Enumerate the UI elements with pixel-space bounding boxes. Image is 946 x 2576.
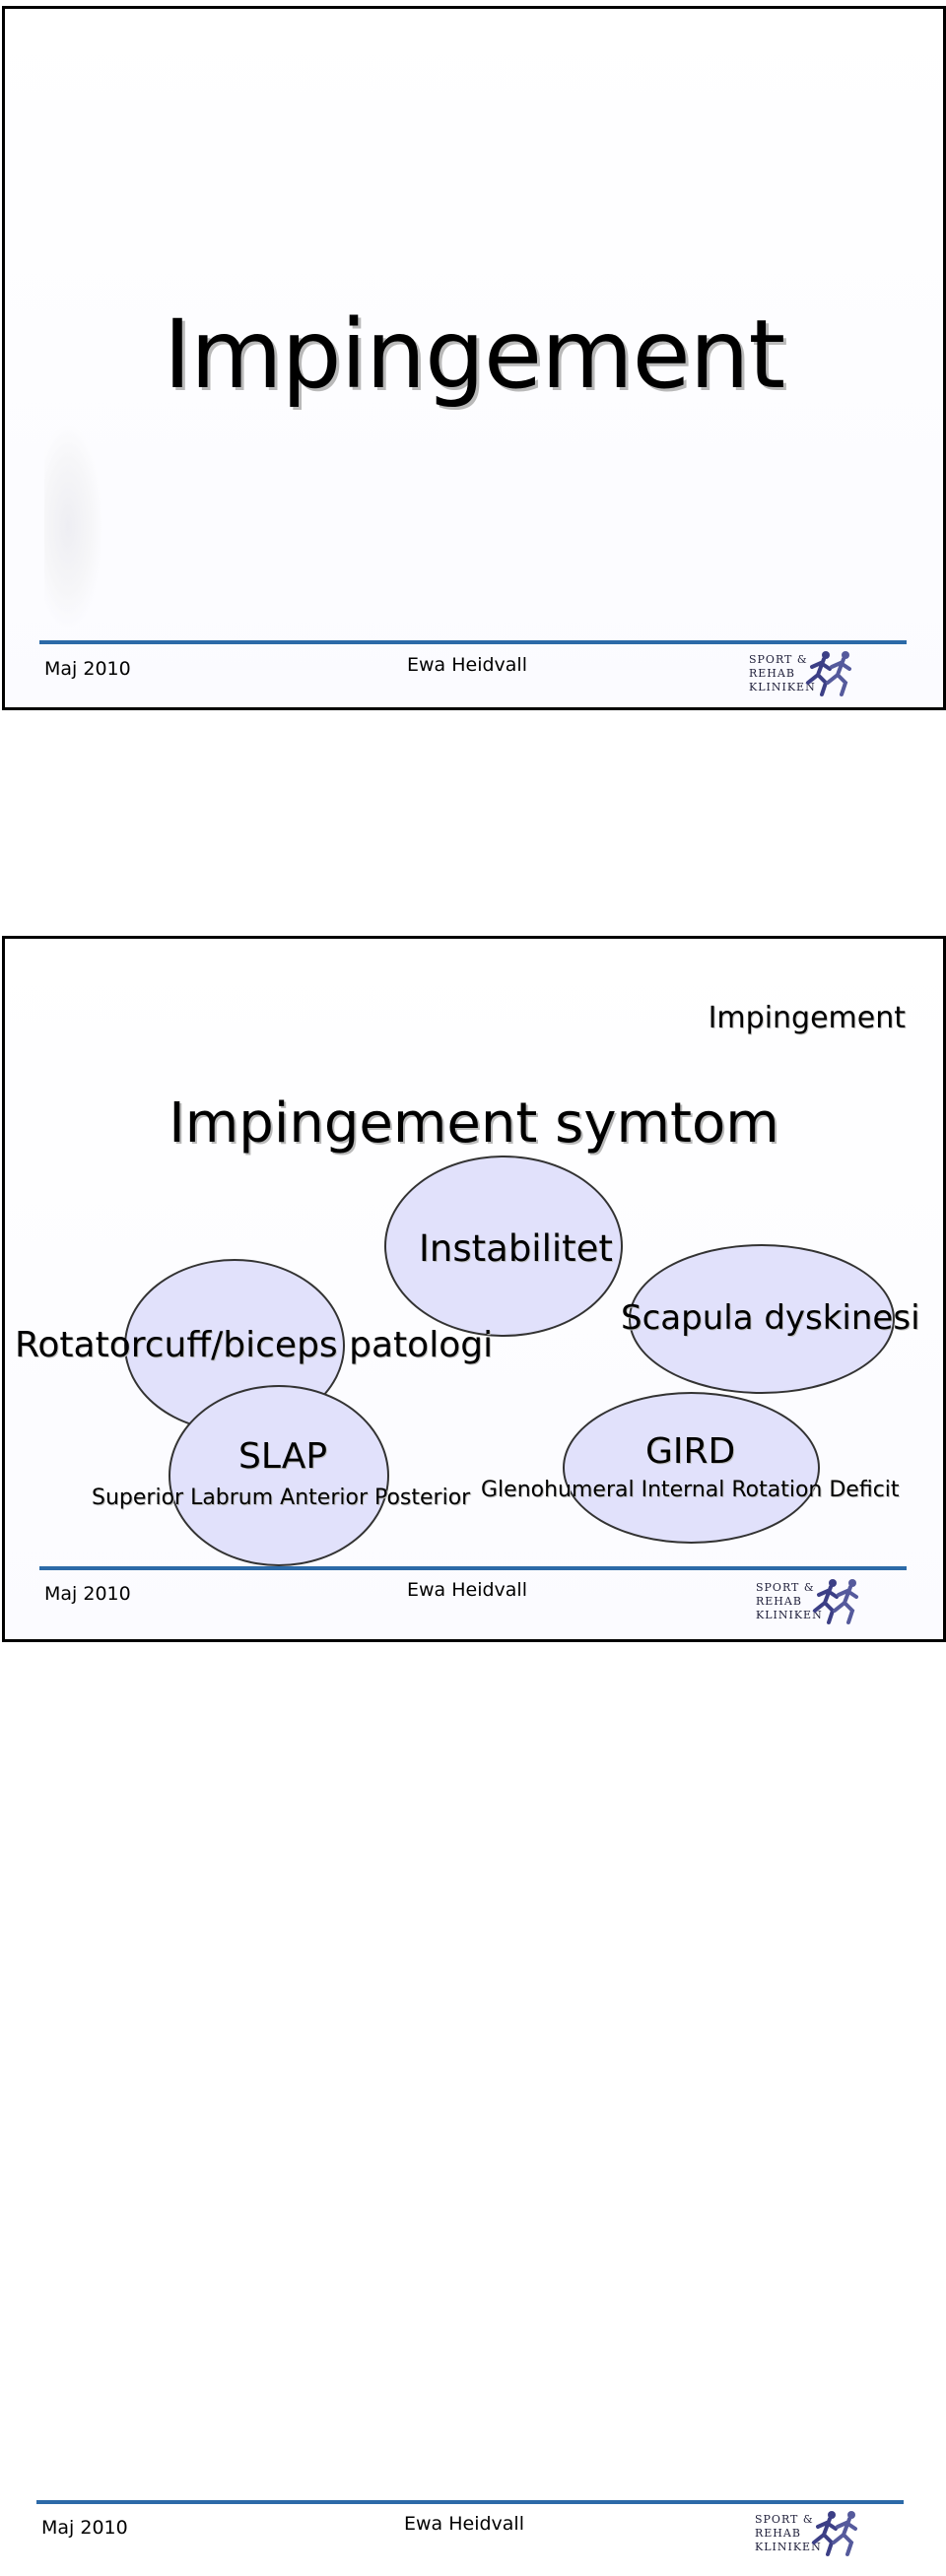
- slide-title: Impingement: [163, 299, 785, 410]
- slide-3: Maj 2010 Ewa Heidvall SPORT & REHAB KLIN…: [2, 1867, 940, 2574]
- footer-date: Maj 2010: [44, 1583, 131, 1605]
- label-rotatorcuff: Rotatorcuff/biceps patologi: [15, 1325, 494, 1365]
- slide-1: Impingement Maj 2010 Ewa Heidvall SPORT …: [2, 6, 946, 710]
- label-gird: GIRD: [645, 1431, 736, 1472]
- footer-author: Ewa Heidvall: [407, 1579, 527, 1601]
- bubble-scapula: [629, 1244, 895, 1394]
- slide-header-title: Impingement: [708, 1001, 906, 1035]
- label-gird-sub: Glenohumeral Internal Rotation Deficit: [481, 1478, 900, 1502]
- label-slap-sub: Superior Labrum Anterior Posterior: [92, 1486, 471, 1510]
- runners-icon: [806, 651, 851, 696]
- footer-date: Maj 2010: [44, 658, 131, 680]
- runners-icon: [812, 2511, 857, 2556]
- label-instabilitet: Instabilitet: [419, 1227, 613, 1270]
- logo-text: SPORT & REHAB KLINIKEN: [749, 653, 816, 694]
- decorative-swoosh: [44, 423, 103, 629]
- slide-title: Impingement symtom: [169, 1091, 779, 1156]
- clinic-logo: SPORT & REHAB KLINIKEN: [756, 1577, 869, 1638]
- footer-divider: [39, 640, 907, 644]
- clinic-logo: SPORT & REHAB KLINIKEN: [749, 649, 862, 707]
- bubble-instabilitet: [384, 1156, 623, 1337]
- bubble-slap: [169, 1385, 389, 1566]
- footer-author: Ewa Heidvall: [404, 2513, 524, 2535]
- footer-date: Maj 2010: [41, 2517, 128, 2539]
- clinic-logo: SPORT & REHAB KLINIKEN: [755, 2509, 868, 2570]
- footer-divider: [39, 1566, 907, 1570]
- logo-text: SPORT & REHAB KLINIKEN: [756, 1581, 823, 1621]
- label-scapula: Scapula dyskinesi: [621, 1298, 920, 1338]
- label-slap: SLAP: [238, 1436, 328, 1477]
- footer-divider: [36, 2500, 904, 2504]
- slide-2: Impingement Impingement symtom Instabili…: [2, 936, 946, 1642]
- runners-icon: [813, 1579, 858, 1624]
- logo-text: SPORT & REHAB KLINIKEN: [755, 2513, 822, 2553]
- footer-author: Ewa Heidvall: [407, 654, 527, 676]
- bubble-gird: [563, 1392, 820, 1544]
